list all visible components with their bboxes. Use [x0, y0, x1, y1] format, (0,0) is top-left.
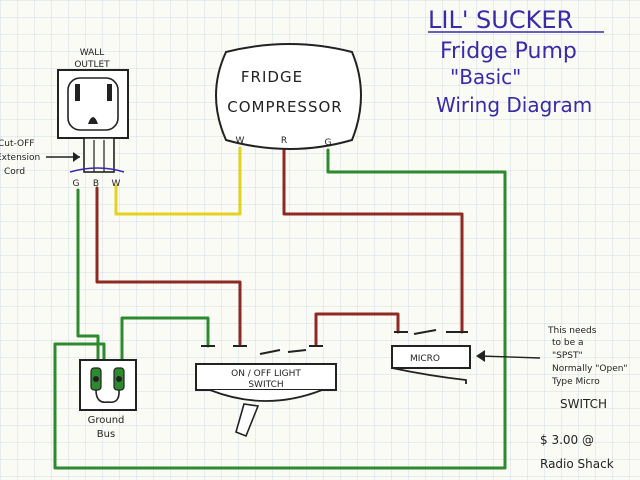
- outlet-label-line2: OUTLET: [74, 60, 110, 70]
- micro-switch: MICRO: [391, 329, 541, 384]
- compressor-terminal-w: W: [236, 136, 245, 146]
- cord-terminal-w: W: [112, 179, 121, 189]
- note-line-7: $ 3.00 @: [540, 433, 594, 447]
- wire-red-micro-to-compressor: [282, 146, 464, 334]
- cord-label-line1: Cut-OFF: [0, 139, 34, 149]
- wire-red-switch-to-micro: [314, 312, 400, 346]
- wall-outlet: WALL OUTLET: [57, 48, 129, 139]
- micro-switch-label: MICRO: [410, 354, 440, 364]
- wire-green-outlet-ground: [76, 188, 100, 364]
- title-line-2: Fridge Pump: [440, 39, 577, 64]
- cord-label-line3: Cord: [4, 167, 25, 177]
- light-switch-label-line2: SWITCH: [248, 380, 283, 390]
- light-switch-label-line1: ON / OFF LIGHT: [231, 369, 301, 379]
- wire-green-compressor-ground: [53, 148, 507, 470]
- ground-bus: Ground Bus: [79, 359, 137, 440]
- title-line-3: "Basic": [450, 65, 521, 89]
- note-line-3: "SPST": [552, 351, 583, 361]
- note-line-1: This needs: [547, 326, 597, 336]
- wire-green-bus-to-switch: [120, 316, 210, 362]
- wire-yellow-neutral: [114, 146, 242, 216]
- diagram-title: LIL' SUCKER Fridge Pump "Basic" Wiring D…: [428, 6, 604, 117]
- cord-terminal-b: B: [93, 179, 99, 189]
- outlet-label-line1: WALL: [80, 48, 105, 58]
- note-line-2: to be a: [552, 338, 584, 348]
- extension-cord: G B W Cut-OFF Extension Cord: [0, 137, 125, 189]
- cord-terminal-g: G: [73, 179, 80, 189]
- compressor-label-line2: COMPRESSOR: [227, 98, 342, 116]
- title-line-1: LIL' SUCKER: [428, 6, 573, 34]
- title-line-4: Wiring Diagram: [436, 93, 592, 117]
- micro-switch-note: This needs to be a "SPST" Normally "Open…: [540, 326, 628, 471]
- ground-bus-label-line1: Ground: [88, 415, 125, 426]
- compressor-terminal-r: R: [281, 136, 287, 146]
- ground-bus-label-line2: Bus: [97, 429, 115, 440]
- compressor-label-line1: FRIDGE: [241, 68, 303, 86]
- compressor-terminal-g: G: [325, 138, 332, 148]
- note-line-6: SWITCH: [560, 397, 607, 411]
- wire-red-outlet-to-switch: [95, 186, 242, 346]
- note-line-5: Type Micro: [551, 377, 600, 387]
- note-line-4: Normally "Open": [552, 364, 628, 374]
- on-off-light-switch: ON / OFF LIGHT SWITCH: [195, 345, 337, 438]
- note-line-8: Radio Shack: [540, 457, 614, 471]
- cord-label-line2: Extension: [0, 153, 40, 163]
- fridge-compressor: FRIDGE COMPRESSOR W R G: [215, 43, 362, 150]
